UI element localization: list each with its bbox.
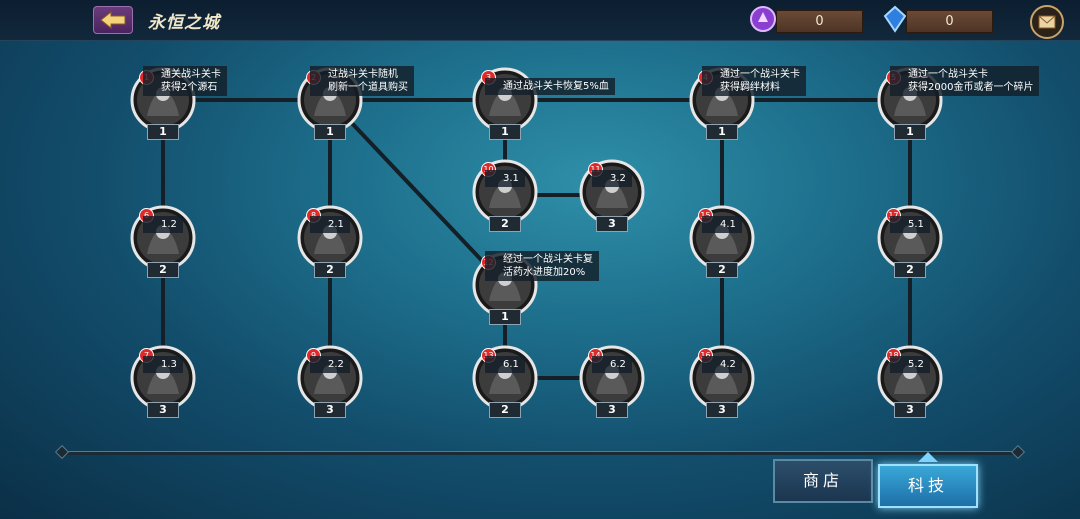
node-description: 3.2 xyxy=(592,170,632,187)
node-description: 通关战斗关卡获得2个源石 xyxy=(143,66,227,96)
node-description: 5.2 xyxy=(890,356,930,373)
resource-2-counter: 0 xyxy=(906,10,993,33)
node-description-line1: 过战斗关卡随机 xyxy=(328,69,398,80)
node-description-line2: 获得2000金币或者一个碎片 xyxy=(908,82,1034,93)
blue-gem-icon xyxy=(883,5,907,33)
node-description-line1: 4.1 xyxy=(720,219,736,230)
node-description: 6.1 xyxy=(485,356,525,373)
node-description-line1: 5.1 xyxy=(908,219,924,230)
node-description-line1: 通过战斗关卡恢复5%血 xyxy=(503,81,609,92)
node-description-line1: 1.3 xyxy=(161,359,177,370)
node-description-line1: 6.2 xyxy=(610,359,626,370)
node-description-line1: 3.1 xyxy=(503,173,519,184)
node-description-line2: 刷新一个道具购买 xyxy=(328,82,408,93)
node-description-line1: 通过一个战斗关卡 xyxy=(908,69,988,80)
node-description-line1: 2.1 xyxy=(328,219,344,230)
back-arrow-icon xyxy=(100,11,126,29)
node-level: 2 xyxy=(489,216,521,232)
node-description: 1.2 xyxy=(143,216,183,233)
node-level: 1 xyxy=(314,124,346,140)
mail-button[interactable] xyxy=(1030,5,1064,39)
node-description-line1: 5.2 xyxy=(908,359,924,370)
node-level: 3 xyxy=(596,402,628,418)
node-description: 3.1 xyxy=(485,170,525,187)
node-level: 3 xyxy=(596,216,628,232)
node-description-line1: 经过一个战斗关卡复 xyxy=(503,254,593,265)
node-level: 2 xyxy=(147,262,179,278)
purple-crystal-icon xyxy=(750,6,776,32)
node-level: 2 xyxy=(894,262,926,278)
node-description-line1: 通关战斗关卡 xyxy=(161,69,221,80)
node-description: 通过战斗关卡恢复5%血 xyxy=(485,78,615,95)
node-level: 3 xyxy=(147,402,179,418)
node-description: 2.2 xyxy=(310,356,350,373)
node-level: 2 xyxy=(706,262,738,278)
node-description: 2.1 xyxy=(310,216,350,233)
tab-shop[interactable]: 商店 xyxy=(773,459,873,503)
node-description: 5.1 xyxy=(890,216,930,233)
node-description: 6.2 xyxy=(592,356,632,373)
resource-1-counter: 0 xyxy=(776,10,863,33)
back-button[interactable] xyxy=(93,6,133,34)
node-level: 1 xyxy=(894,124,926,140)
node-description-line1: 4.2 xyxy=(720,359,736,370)
node-description: 经过一个战斗关卡复活药水进度加20% xyxy=(485,251,599,281)
node-description: 过战斗关卡随机刷新一个道具购买 xyxy=(310,66,414,96)
node-level: 2 xyxy=(489,402,521,418)
node-description-line2: 获得2个源石 xyxy=(161,82,218,93)
node-description: 通过一个战斗关卡获得羁绊材料 xyxy=(702,66,806,96)
node-description-line2: 获得羁绊材料 xyxy=(720,82,780,93)
node-description-line1: 通过一个战斗关卡 xyxy=(720,69,800,80)
bottom-divider xyxy=(65,451,1015,455)
node-level: 2 xyxy=(314,262,346,278)
tab-tech[interactable]: 科技 xyxy=(878,464,978,508)
node-description: 4.2 xyxy=(702,356,742,373)
node-description: 1.3 xyxy=(143,356,183,373)
active-tab-indicator xyxy=(918,452,938,462)
node-description-line1: 3.2 xyxy=(610,173,626,184)
node-description-line1: 6.1 xyxy=(503,359,519,370)
node-description-line1: 1.2 xyxy=(161,219,177,230)
node-description-line2: 活药水进度加20% xyxy=(503,267,586,278)
mail-icon xyxy=(1038,15,1056,29)
node-level: 1 xyxy=(489,309,521,325)
page-title: 永恒之城 xyxy=(148,13,220,33)
node-description: 4.1 xyxy=(702,216,742,233)
node-level: 3 xyxy=(894,402,926,418)
node-level: 3 xyxy=(706,402,738,418)
node-level: 1 xyxy=(706,124,738,140)
node-level: 1 xyxy=(147,124,179,140)
node-level: 3 xyxy=(314,402,346,418)
node-level: 1 xyxy=(489,124,521,140)
node-description: 通过一个战斗关卡获得2000金币或者一个碎片 xyxy=(890,66,1040,96)
node-description-line1: 2.2 xyxy=(328,359,344,370)
